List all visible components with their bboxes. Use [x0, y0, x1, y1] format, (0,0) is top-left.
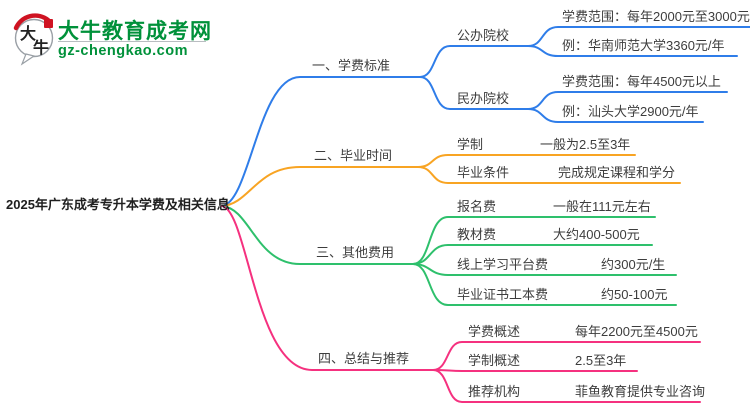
branch-node-graduation-time[interactable]: 二、毕业时间 [314, 148, 393, 163]
leaf-registration-fee-value[interactable]: 一般在111元左右 [553, 199, 651, 214]
branch1-fork-up [419, 45, 529, 78]
branch3-row4-line [412, 263, 677, 306]
red-seal [44, 19, 53, 28]
leaf-private-fee-range[interactable]: 学费范围：每年4500元以上 [562, 74, 721, 89]
leaf-online-platform-fee-value[interactable]: 约300元/生 [601, 257, 666, 272]
branch4-root-curve [221, 205, 434, 371]
child-node-diploma-fee[interactable]: 毕业证书工本费 [457, 287, 549, 302]
site-logo[interactable]: 大 牛 大牛教育成考网 gz-chengkao.com [12, 11, 222, 66]
branch4-row1-line [432, 341, 701, 371]
branch3-root-curve [221, 205, 414, 265]
child-node-registration-fee[interactable]: 报名费 [457, 199, 497, 214]
branch2-row2-line [417, 166, 681, 184]
branch-node-fee-standard[interactable]: 一、学费标准 [312, 58, 391, 73]
red-arc [13, 13, 51, 31]
leaf-public-fee-range[interactable]: 学费范围：每年2000元至3000元 [562, 9, 750, 24]
logo-bubble-icon: 大 牛 [13, 13, 54, 66]
child-node-public-school[interactable]: 公办院校 [457, 28, 510, 43]
child-node-private-school[interactable]: 民办院校 [457, 91, 510, 106]
logo-char-bottom: 牛 [33, 38, 49, 57]
child-node-graduation-condition[interactable]: 毕业条件 [457, 165, 510, 180]
leaf-recommended-agency-value[interactable]: 菲鱼教育提供专业咨询 [575, 384, 706, 399]
branch4-row3-line [432, 369, 701, 403]
leaf-public-example[interactable]: 例：华南师范大学3360元/年 [562, 38, 725, 53]
branch1-public-leaf1-line [527, 26, 750, 47]
branch-node-summary[interactable]: 四、总结与推荐 [318, 351, 410, 366]
child-node-textbook-fee[interactable]: 教材费 [457, 227, 497, 242]
branch1-fork-down [419, 76, 529, 110]
leaf-diploma-fee-value[interactable]: 约50-100元 [601, 287, 668, 302]
leaf-private-example[interactable]: 例：汕头大学2900元/年 [562, 104, 699, 119]
logo-divider [58, 41, 206, 42]
child-node-recommended-agency[interactable]: 推荐机构 [468, 384, 521, 399]
child-node-online-platform-fee[interactable]: 线上学习平台费 [457, 257, 549, 272]
leaf-fee-overview-value[interactable]: 每年2200元至4500元 [575, 324, 698, 339]
site-name[interactable]: 大牛教育成考网 [58, 20, 212, 43]
branch1-public-leaf2-line [527, 45, 738, 57]
site-url[interactable]: gz-chengkao.com [58, 43, 188, 59]
logo-char-top: 大 [20, 24, 36, 43]
root-node-title[interactable]: 2025年广东成考专升本学费及相关信息 [6, 197, 230, 212]
leaf-study-length-value[interactable]: 一般为2.5至3年 [540, 137, 631, 152]
branch1-private-leaf2-line [527, 108, 704, 123]
branch2-root-curve [221, 166, 419, 207]
child-node-fee-overview[interactable]: 学费概述 [468, 324, 521, 339]
child-node-length-overview[interactable]: 学制概述 [468, 353, 521, 368]
branch4-row2-line [432, 369, 638, 372]
bubble-tail [20, 53, 36, 66]
leaf-textbook-fee-value[interactable]: 大约400-500元 [553, 227, 640, 242]
child-node-study-length[interactable]: 学制 [457, 137, 484, 152]
leaf-length-overview-value[interactable]: 2.5至3年 [575, 353, 627, 368]
leaf-graduation-condition-value[interactable]: 完成规定课程和学分 [558, 165, 676, 180]
branch-node-other-fees[interactable]: 三、其他费用 [316, 245, 395, 260]
branch3-row1-line [412, 216, 656, 265]
branch1-root-curve [221, 76, 421, 207]
